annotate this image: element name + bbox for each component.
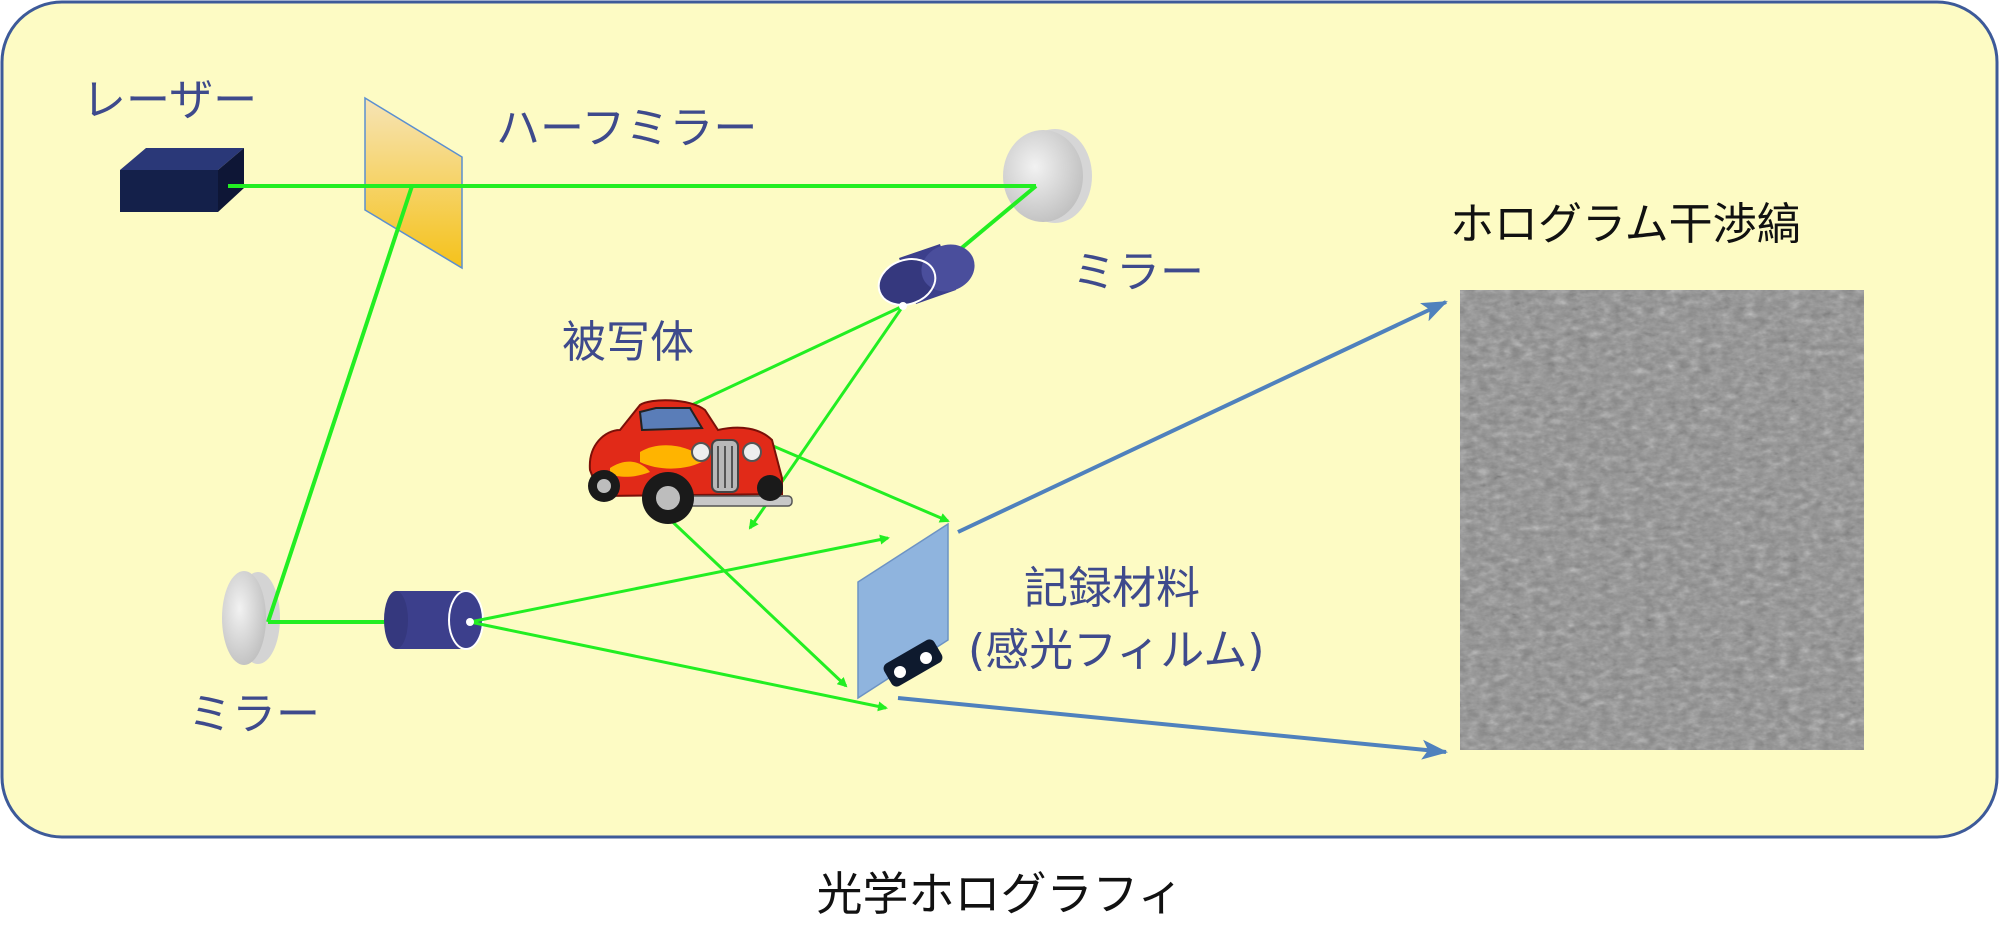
car-object-icon: [588, 399, 793, 524]
lens-top-icon: [877, 244, 975, 306]
mirror-bottom-icon: [222, 571, 280, 665]
lens-bottom-focus: [466, 618, 474, 626]
mirror-bottom-label: ミラー: [188, 689, 320, 740]
hologram-fringes-label: ホログラム干渉縞: [1450, 199, 1801, 250]
projection-arrows: [897, 300, 1448, 760]
recording-material-label: 記録材料: [1024, 563, 1200, 614]
half-mirror-label: ハーフミラー: [496, 103, 758, 154]
recording-material-sublabel: (感光フィルム): [968, 625, 1265, 676]
laser-icon: [120, 148, 244, 212]
hologram-fringe-image: [1460, 290, 1864, 750]
lens-top-focus: [899, 302, 907, 310]
figure-caption: 光学ホログラフィ: [816, 867, 1184, 921]
mirror-top-icon: [1003, 129, 1092, 223]
laser-label: レーザー: [82, 75, 258, 126]
half-mirror-icon: [364, 96, 463, 270]
recording-film-icon: [857, 522, 949, 700]
mirror-top-label: ミラー: [1072, 247, 1204, 298]
lens-bottom-icon: [384, 590, 484, 650]
object-label: 被写体: [562, 317, 694, 368]
